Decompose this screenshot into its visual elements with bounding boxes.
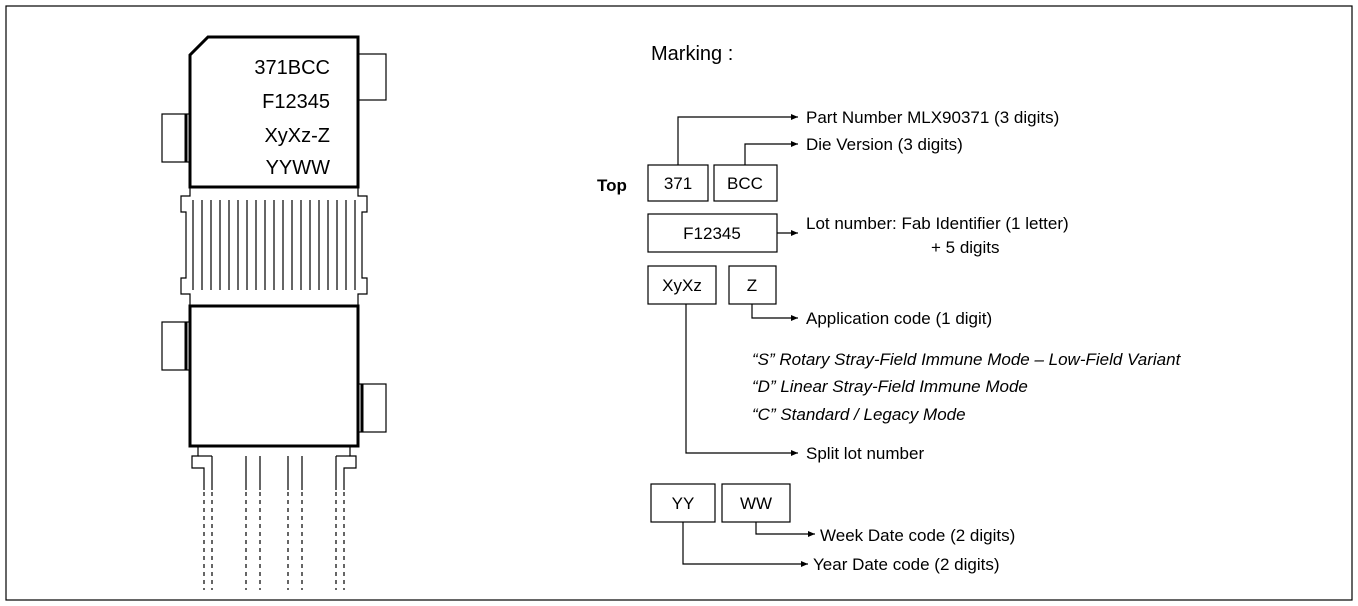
marking-title: Marking :: [651, 43, 733, 65]
split-lot-box-label: XyXz: [662, 276, 702, 295]
part-number-box-label: 371: [664, 174, 692, 193]
die-version-description: Die Version (3 digits): [806, 135, 963, 154]
part-number-arrow: [677, 114, 798, 165]
package-marking-text: 371BCC F12345 XyXz-Z YYWW: [254, 57, 330, 179]
application-mode-d: “D” Linear Stray-Field Immune Mode: [752, 377, 1028, 396]
marking-line-4: YYWW: [266, 157, 331, 179]
outer-frame: [5, 5, 1353, 601]
week-code-description: Week Date code (2 digits): [820, 526, 1015, 545]
lot-number-description-2: + 5 digits: [931, 238, 1000, 257]
package-drawing: [161, 35, 387, 590]
top-label: Top: [597, 176, 627, 195]
year-code-description: Year Date code (2 digits): [813, 555, 999, 574]
application-mode-c: “C” Standard / Legacy Mode: [752, 405, 966, 424]
package-leads: [191, 446, 357, 590]
field-boxes: [647, 164, 791, 523]
die-version-arrow: [744, 141, 798, 165]
week-box-label: WW: [740, 494, 772, 513]
week-arrow: [755, 522, 815, 537]
split-lot-arrow: [685, 304, 798, 456]
die-version-box-label: BCC: [727, 174, 763, 193]
application-box-label: Z: [747, 276, 757, 295]
application-arrow: [751, 304, 798, 321]
split-lot-description: Split lot number: [806, 444, 924, 463]
package-bottom-body: [188, 304, 360, 448]
package-tab-bottom-left: [161, 321, 191, 371]
package-lead-frame: [180, 187, 368, 306]
year-box-label: YY: [672, 494, 695, 513]
split-lot-box: [647, 265, 717, 305]
marking-line-3: XyXz-Z: [264, 125, 330, 147]
package-tab-top-right: [357, 53, 387, 101]
lot-number-description-1: Lot number: Fab Identifier (1 letter): [806, 214, 1069, 233]
part-number-description: Part Number MLX90371 (3 digits): [806, 108, 1059, 127]
marking-line-2: F12345: [262, 91, 330, 113]
package-tab-bottom-right: [357, 383, 387, 433]
application-code-description: Application code (1 digit): [806, 309, 992, 328]
application-mode-s: “S” Rotary Stray-Field Immune Mode – Low…: [752, 350, 1182, 369]
year-arrow: [682, 522, 808, 567]
connector-arrows: [677, 114, 815, 567]
lot-number-box-label: F12345: [683, 224, 741, 243]
package-top-body: [188, 35, 360, 189]
package-tab-top-left: [161, 113, 191, 163]
field-descriptions: Part Number MLX90371 (3 digits) Die Vers…: [752, 108, 1182, 574]
marking-line-1: 371BCC: [254, 57, 330, 79]
field-box-labels: 371 BCC F12345 XyXz Z YY WW: [662, 174, 772, 513]
